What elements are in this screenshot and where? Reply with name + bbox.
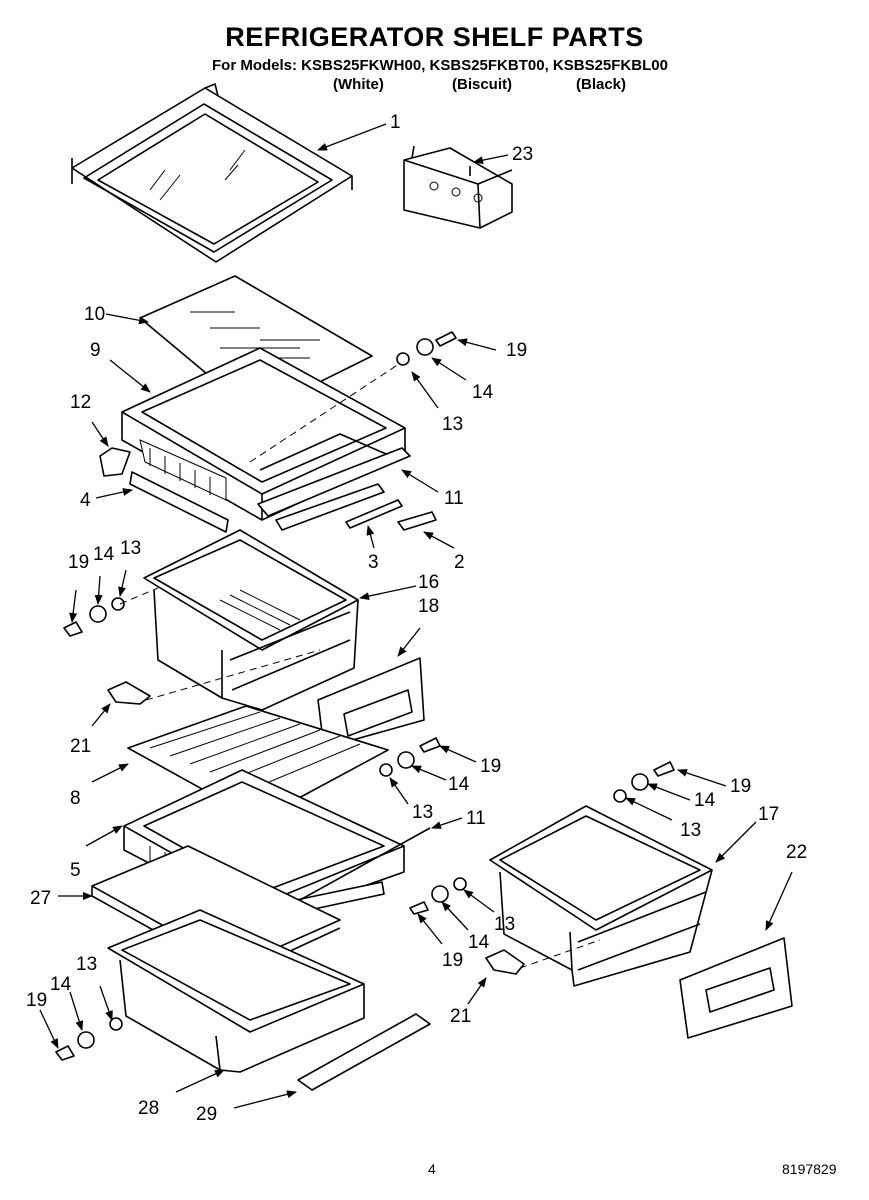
callout-11-b: 11 — [466, 808, 486, 829]
callout-labels: 1 23 10 9 19 14 13 12 4 11 3 2 19 14 13 … — [26, 112, 807, 1125]
callout-18: 18 — [418, 596, 439, 617]
hardware-set-right-lower — [409, 877, 467, 915]
hardware-set-left — [63, 587, 159, 637]
callout-13-b: 13 — [120, 538, 141, 559]
document-number: 8197829 — [782, 1161, 837, 1177]
callout-16: 16 — [418, 572, 439, 593]
callout-14-d: 14 — [694, 790, 716, 811]
hardware-set-bottom-left — [55, 1017, 123, 1061]
callout-1: 1 — [390, 112, 401, 133]
models-line: For Models: KSBS25FKWH00, KSBS25FKBT00, … — [212, 57, 668, 74]
callout-5: 5 — [70, 860, 81, 881]
callout-3: 3 — [368, 552, 379, 573]
part-3-clip — [345, 499, 403, 529]
part-22-drawer-front — [679, 937, 793, 1039]
callout-14-c: 14 — [448, 774, 470, 795]
callout-arrows — [39, 123, 793, 1109]
callout-28: 28 — [138, 1098, 159, 1119]
variant-biscuit: (Biscuit) — [452, 76, 512, 93]
callout-13-a: 13 — [442, 414, 463, 435]
callout-9: 9 — [90, 340, 101, 361]
part-28-bottom-drawer — [107, 909, 365, 1073]
hardware-set-right-upper — [613, 761, 675, 803]
callout-12: 12 — [70, 392, 91, 413]
callout-2: 2 — [454, 552, 465, 573]
part-4-rail — [129, 471, 229, 533]
part-16-crisper-drawer — [143, 529, 359, 711]
callout-19-b: 19 — [68, 552, 89, 573]
callout-14-f: 14 — [50, 974, 72, 995]
hardware-set-upper — [249, 331, 457, 463]
callout-14-e: 14 — [468, 932, 490, 953]
part-21-bracket-left — [107, 681, 151, 705]
callout-14-b: 14 — [93, 544, 115, 565]
page-number: 4 — [428, 1161, 436, 1177]
part-2-clip — [397, 511, 437, 531]
callout-19-e: 19 — [442, 950, 463, 971]
part-1-glass-shelf — [71, 83, 353, 263]
callout-11-a: 11 — [444, 488, 464, 509]
part-9-cover-frame — [121, 347, 406, 521]
callout-8: 8 — [70, 788, 81, 809]
dash-line-21 — [145, 649, 321, 701]
callout-19-a: 19 — [506, 340, 527, 361]
callout-13-d: 13 — [680, 820, 701, 841]
callout-21-b: 21 — [450, 1006, 471, 1027]
callout-27: 27 — [30, 888, 51, 909]
callout-21-a: 21 — [70, 736, 91, 757]
part-23-door-bin — [403, 145, 513, 229]
dash-line-21-right — [519, 939, 601, 969]
callout-19-f: 19 — [26, 990, 47, 1011]
variant-white: (White) — [333, 76, 384, 93]
callout-13-f: 13 — [76, 954, 97, 975]
callout-23: 23 — [512, 144, 533, 165]
page-title: REFRIGERATOR SHELF PARTS — [225, 22, 644, 52]
callout-19-d: 19 — [730, 776, 751, 797]
part-12-bracket — [99, 447, 131, 477]
part-11-trim-upper — [257, 447, 411, 531]
part-21-bracket-right — [485, 949, 525, 975]
callout-17: 17 — [758, 804, 779, 825]
callout-19-c: 19 — [480, 756, 501, 777]
callout-13-c: 13 — [412, 802, 433, 823]
callout-14-a: 14 — [472, 382, 494, 403]
callout-4: 4 — [80, 490, 91, 511]
callout-13-e: 13 — [494, 914, 515, 935]
part-17-right-drawer — [489, 805, 713, 987]
part-29-handle — [297, 1013, 431, 1091]
callout-22: 22 — [786, 842, 807, 863]
variant-black: (Black) — [576, 76, 627, 93]
callout-29: 29 — [196, 1104, 217, 1125]
callout-10: 10 — [84, 304, 105, 325]
hardware-set-mid — [379, 737, 441, 777]
